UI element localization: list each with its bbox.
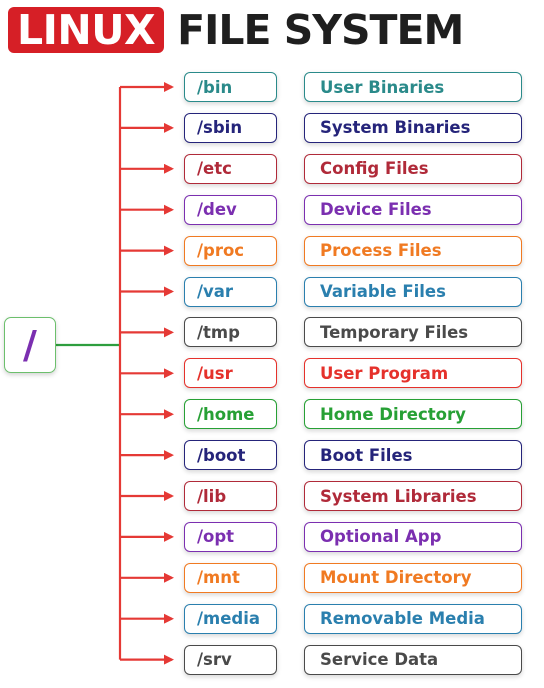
directory-description-box: Service Data [304,644,522,675]
directory-description-box: System Libraries [304,481,522,511]
directory-path-box: /opt [184,521,277,552]
directory-description-box: Config Files [304,153,522,184]
directory-path-box: /dev [184,194,277,225]
directory-description-box: User Program [304,358,522,389]
directory-description-box: System Binaries [304,112,522,143]
directory-description-box: Boot Files [304,440,522,471]
directory-path-box: /lib [184,481,277,511]
directory-description-box: Home Directory [304,399,522,430]
title: LINUX FILE SYSTEM [8,5,464,55]
directory-description-box: Variable Files [304,276,522,307]
directory-description-box: User Binaries [304,72,522,102]
root-directory-box: / [4,317,56,373]
directory-path-box: /srv [184,644,277,675]
directory-description-box: Process Files [304,235,522,266]
directory-path-box: /var [184,276,277,307]
directory-description-box: Removable Media [304,603,522,634]
directory-description-box: Optional App [304,521,522,552]
root-label: / [23,323,37,367]
directory-path-box: /tmp [184,317,277,348]
title-text: FILE SYSTEM [177,6,464,54]
directory-path-box: /bin [184,72,277,102]
directory-path-box: /proc [184,235,277,266]
directory-path-box: /mnt [184,562,277,593]
title-badge: LINUX [8,7,165,53]
directory-path-box: /home [184,399,277,430]
directory-path-box: /boot [184,440,277,471]
directory-description-box: Mount Directory [304,562,522,593]
directory-path-box: /sbin [184,112,277,143]
directory-path-box: /etc [184,153,277,184]
directory-description-box: Temporary Files [304,317,522,348]
directory-path-box: /usr [184,358,277,389]
directory-path-box: /media [184,603,277,634]
directory-description-box: Device Files [304,194,522,225]
